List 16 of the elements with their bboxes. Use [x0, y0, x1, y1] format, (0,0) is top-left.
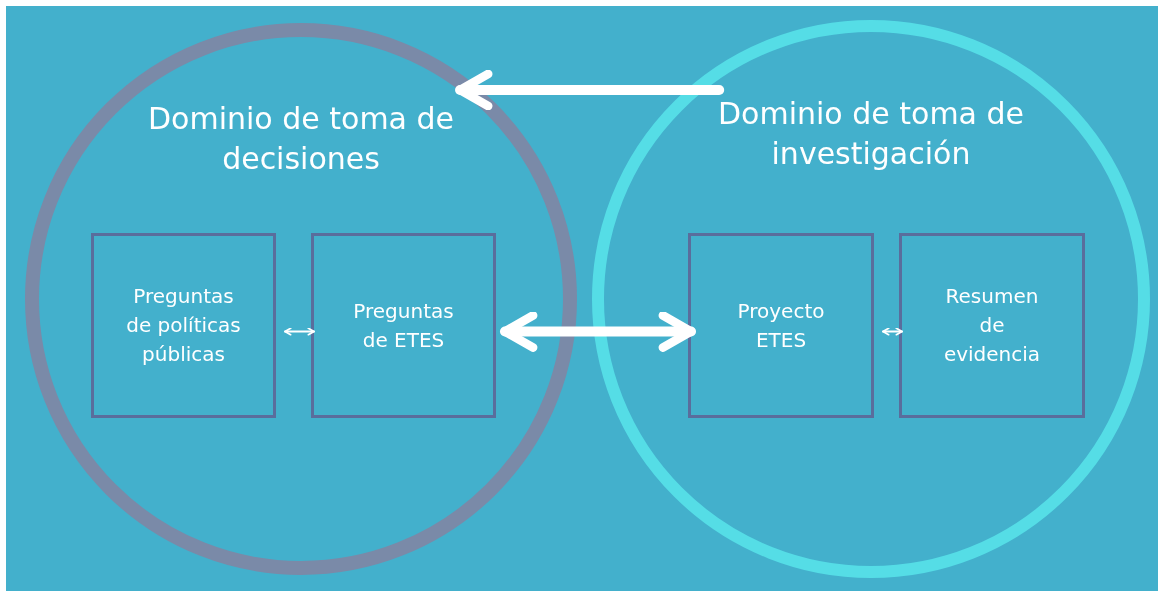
topic-box	[688, 233, 874, 418]
topic-box	[91, 233, 276, 418]
topic-box	[899, 233, 1085, 418]
arrow	[455, 69, 725, 111]
box-label: Resumen de evidencia	[942, 283, 1042, 368]
topic-box	[311, 233, 496, 418]
box-label: Preguntas de políticas públicas	[125, 283, 242, 368]
domain-circle	[592, 20, 1150, 578]
domain-title: Dominio de toma de investigación	[716, 95, 1026, 173]
domain-circle	[25, 23, 577, 575]
arrow	[882, 327, 903, 336]
arrow	[500, 311, 696, 352]
domain-title: Dominio de toma de decisiones	[146, 100, 456, 178]
box-label: Proyecto ETES	[736, 297, 826, 354]
box-label: Preguntas de ETES	[352, 297, 455, 354]
arrow	[284, 327, 315, 336]
